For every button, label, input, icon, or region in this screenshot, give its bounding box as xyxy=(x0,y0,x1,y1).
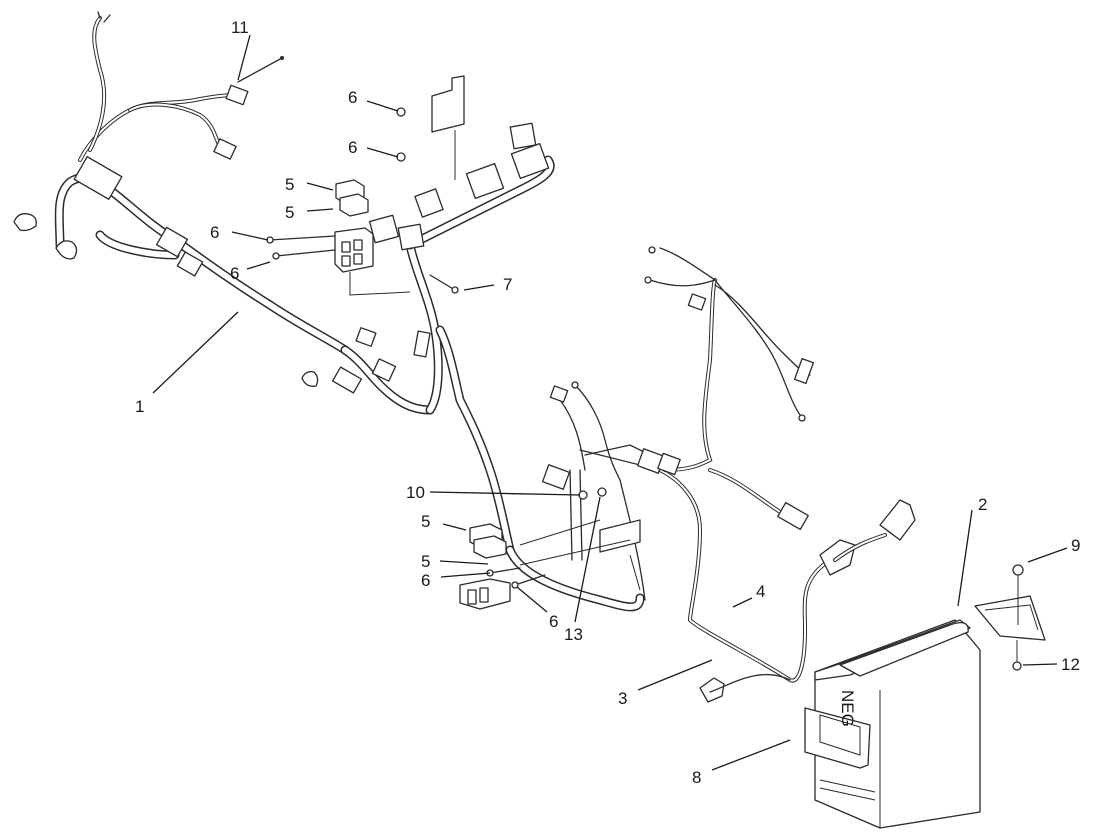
rear-harness xyxy=(644,246,916,703)
callout-11: 11 xyxy=(231,18,249,37)
callout-labels: 1 2 3 4 5 5 5 5 6 6 6 6 6 6 7 8 9 10 11 … xyxy=(135,18,1080,787)
callout-6e: 6 xyxy=(421,571,430,590)
callout-5b: 5 xyxy=(285,203,294,222)
leader-lines xyxy=(152,34,1068,771)
callout-9: 9 xyxy=(1071,536,1080,555)
battery: NEG xyxy=(804,619,981,829)
callout-7: 7 xyxy=(503,275,512,294)
wire-11 xyxy=(237,56,284,83)
callout-6c: 6 xyxy=(210,223,219,242)
callout-8: 8 xyxy=(692,768,701,787)
callout-6d: 6 xyxy=(230,264,239,283)
callout-6a: 6 xyxy=(348,88,357,107)
battery-polarity-label: NEG xyxy=(838,690,857,727)
callout-6b: 6 xyxy=(348,138,357,157)
callout-2: 2 xyxy=(978,495,987,514)
battery-hold-down xyxy=(974,564,1046,671)
screws-upper xyxy=(266,107,459,294)
callout-4: 4 xyxy=(756,582,765,601)
callout-12: 12 xyxy=(1061,655,1080,674)
callout-6f: 6 xyxy=(549,612,558,631)
center-harness-branch xyxy=(519,381,681,601)
callout-10: 10 xyxy=(406,483,425,502)
relay-panel xyxy=(334,75,550,296)
callout-5a: 5 xyxy=(285,175,294,194)
callout-1: 1 xyxy=(135,397,144,416)
callout-3: 3 xyxy=(618,689,627,708)
relay-upper xyxy=(335,179,369,217)
callout-13: 13 xyxy=(564,625,583,644)
callout-5c: 5 xyxy=(421,512,430,531)
harness-clips-left xyxy=(13,213,431,394)
main-harness xyxy=(54,155,645,612)
upper-left-branches xyxy=(73,11,249,277)
callout-5d: 5 xyxy=(421,552,430,571)
relay-lower xyxy=(459,523,546,610)
